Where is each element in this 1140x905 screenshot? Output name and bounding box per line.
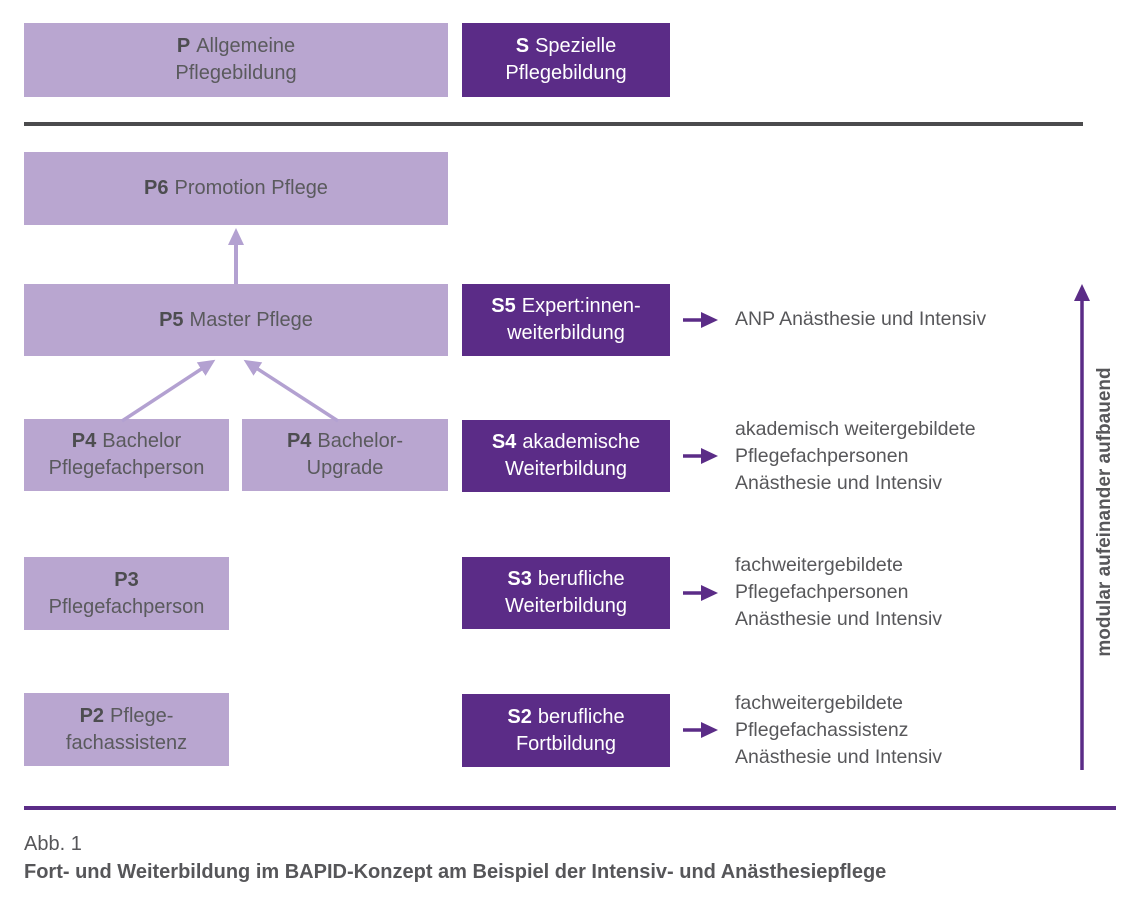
box-code: P2 bbox=[79, 704, 105, 727]
figure-title: Fort- und Weiterbildung im BAPID-Konzept… bbox=[24, 861, 887, 883]
box-s4-akademische-weiterbildung: S4 akademische Weiterbildung bbox=[462, 420, 670, 492]
box-code: S4 bbox=[491, 431, 517, 453]
header-divider-line bbox=[24, 122, 1083, 126]
annotation-line: Anästhesie und Intensiv bbox=[735, 746, 943, 768]
box-s3-berufliche-weiterbildung: S3 berufliche Weiterbildung bbox=[462, 557, 670, 629]
box-line: P2 Pflege- bbox=[80, 703, 174, 730]
box-line: P6 Promotion Pflege bbox=[144, 175, 328, 202]
box-code: S2 bbox=[507, 705, 532, 728]
annotation-line: Pflegefachassistenz bbox=[735, 719, 909, 741]
header-box-spezielle-pflegebildung: S Spezielle Pflegebildung bbox=[462, 23, 670, 97]
box-label-line2: Fortbildung bbox=[515, 732, 617, 755]
box-p3-pflegefachperson: P3 Pflegefachperson bbox=[24, 557, 229, 630]
box-code: P3 bbox=[114, 568, 139, 591]
figure-number: Abb. 1 bbox=[24, 833, 82, 855]
box-label: Master Pflege bbox=[189, 308, 313, 331]
box-line: P5 Master Pflege bbox=[159, 307, 313, 334]
annotation-s5: ANP Anästhesie und Intensiv bbox=[735, 306, 986, 333]
box-p4-bachelor-pflegefachperson: P4 Bachelor Pflegefachperson bbox=[24, 419, 229, 491]
box-label: Bachelor- bbox=[317, 430, 404, 452]
box-line: S2 berufliche bbox=[507, 704, 624, 731]
box-line: P3 bbox=[114, 567, 138, 594]
box-label: berufliche bbox=[537, 568, 625, 590]
box-label: Pflege- bbox=[110, 704, 174, 727]
figure-caption: Abb. 1 Fort- und Weiterbildung im BAPID-… bbox=[24, 830, 886, 886]
annotation-s4: akademisch weitergebildete Pflegefachper… bbox=[735, 416, 976, 497]
annotation-line: Pflegefachpersonen bbox=[735, 581, 909, 603]
box-code: S bbox=[515, 35, 530, 57]
annotation-line: fachweitergebildete bbox=[735, 692, 904, 714]
header-box-general-pflegebildung: P Allgemeine Pflegebildung bbox=[24, 23, 448, 97]
box-code: P bbox=[176, 35, 191, 57]
box-p2-pflegefachassistenz: P2 Pflege- fachassistenz bbox=[24, 693, 229, 766]
box-label-line2: weiterbildung bbox=[507, 322, 625, 344]
box-code: P6 bbox=[144, 177, 169, 199]
arrow-p4a-to-p5 bbox=[121, 359, 216, 423]
box-line: P4 Bachelor- bbox=[287, 428, 403, 455]
box-label-line2: Pflegefachperson bbox=[48, 595, 205, 618]
side-axis-label: modular aufeinander aufbauend bbox=[1094, 367, 1115, 657]
box-label: Expert:innen- bbox=[521, 295, 641, 317]
box-label-line2: Weiterbildung bbox=[505, 595, 627, 617]
box-code: P5 bbox=[159, 308, 184, 331]
box-line: S Spezielle bbox=[516, 33, 617, 60]
annotation-line: fachweitergebildete bbox=[735, 554, 904, 576]
annotation-line: akademisch weitergebildete bbox=[735, 418, 976, 440]
annotation-line: Anästhesie und Intensiv bbox=[735, 608, 943, 630]
box-line: S5 Expert:innen- bbox=[491, 293, 640, 320]
box-label: berufliche bbox=[537, 705, 625, 728]
box-s5-expertinnen-weiterbildung: S5 Expert:innen- weiterbildung bbox=[462, 284, 670, 356]
box-s2-berufliche-fortbildung: S2 berufliche Fortbildung bbox=[462, 694, 670, 767]
box-label-line2: fachassistenz bbox=[65, 731, 188, 754]
box-label: Bachelor bbox=[102, 430, 182, 452]
box-line: S4 akademische bbox=[492, 429, 640, 456]
box-label: Allgemeine bbox=[196, 35, 296, 57]
box-label-line2: Pflegebildung bbox=[175, 62, 297, 84]
box-p5-master-pflege: P5 Master Pflege bbox=[24, 284, 448, 356]
box-label-line2: Upgrade bbox=[306, 457, 384, 479]
box-label: akademische bbox=[522, 431, 641, 453]
box-code: P4 bbox=[71, 430, 97, 452]
annotation-line: ANP Anästhesie und Intensiv bbox=[735, 308, 987, 330]
caption-divider-line bbox=[24, 806, 1116, 810]
box-label: Promotion Pflege bbox=[174, 177, 328, 199]
box-code: P4 bbox=[286, 430, 312, 452]
box-p6-promotion-pflege: P6 Promotion Pflege bbox=[24, 152, 448, 225]
arrow-p4b-to-p5 bbox=[243, 359, 339, 423]
box-label-line2: Pflegefachperson bbox=[48, 457, 205, 479]
box-p4-bachelor-upgrade: P4 Bachelor- Upgrade bbox=[242, 419, 448, 491]
annotation-s3: fachweitergebildete Pflegefachpersonen A… bbox=[735, 552, 942, 633]
annotation-s2: fachweitergebildete Pflegefachassistenz … bbox=[735, 690, 942, 771]
box-line: P Allgemeine bbox=[177, 33, 295, 60]
box-line: P4 Bachelor bbox=[72, 428, 181, 455]
box-label: Spezielle bbox=[535, 35, 617, 57]
box-label-line2: Pflegebildung bbox=[505, 62, 627, 84]
box-code: S5 bbox=[491, 295, 516, 317]
box-line: S3 berufliche bbox=[507, 566, 624, 593]
annotation-line: Pflegefachpersonen bbox=[735, 445, 909, 467]
box-label-line2: Weiterbildung bbox=[505, 458, 627, 480]
annotation-line: Anästhesie und Intensiv bbox=[735, 472, 943, 494]
box-code: S3 bbox=[507, 568, 532, 590]
